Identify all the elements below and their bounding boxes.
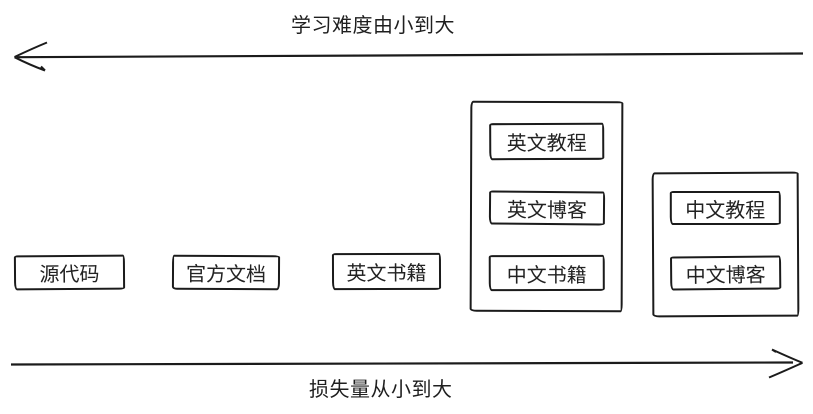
box-chinese-tutorials: 中文教程 xyxy=(669,191,781,226)
bottom-arrow-line xyxy=(10,361,794,366)
group-chinese-resources: 中文教程 中文博客 xyxy=(651,171,800,318)
bottom-arrow xyxy=(10,348,803,379)
box-english-books-label: 英文书籍 xyxy=(346,260,427,286)
top-arrow-line xyxy=(16,52,804,59)
box-chinese-books-label: 中文书籍 xyxy=(506,262,587,287)
box-english-books: 英文书籍 xyxy=(331,252,442,291)
bottom-axis-label: 损失量从小到大 xyxy=(309,377,453,401)
box-english-tutorials: 英文教程 xyxy=(489,122,605,161)
box-chinese-blogs-label: 中文博客 xyxy=(685,262,766,287)
box-english-blogs: 英文博客 xyxy=(488,190,606,226)
box-chinese-tutorials-label: 中文教程 xyxy=(685,197,766,222)
box-english-tutorials-label: 英文教程 xyxy=(506,130,587,156)
box-chinese-books: 中文书籍 xyxy=(488,254,605,292)
top-arrow-head-icon xyxy=(14,41,48,72)
top-arrow xyxy=(14,41,804,72)
top-axis-label: 学习难度由小到大 xyxy=(291,13,455,37)
box-official-docs-label: 官方文档 xyxy=(185,261,267,287)
box-source-code-label: 源代码 xyxy=(39,261,100,287)
bottom-arrow-head-icon xyxy=(768,348,803,379)
box-source-code: 源代码 xyxy=(13,254,126,291)
box-official-docs: 官方文档 xyxy=(171,254,281,291)
group-english-resources: 英文教程 英文博客 中文书籍 xyxy=(469,100,624,313)
box-english-blogs-label: 英文博客 xyxy=(506,197,588,222)
box-chinese-blogs: 中文博客 xyxy=(670,255,782,291)
